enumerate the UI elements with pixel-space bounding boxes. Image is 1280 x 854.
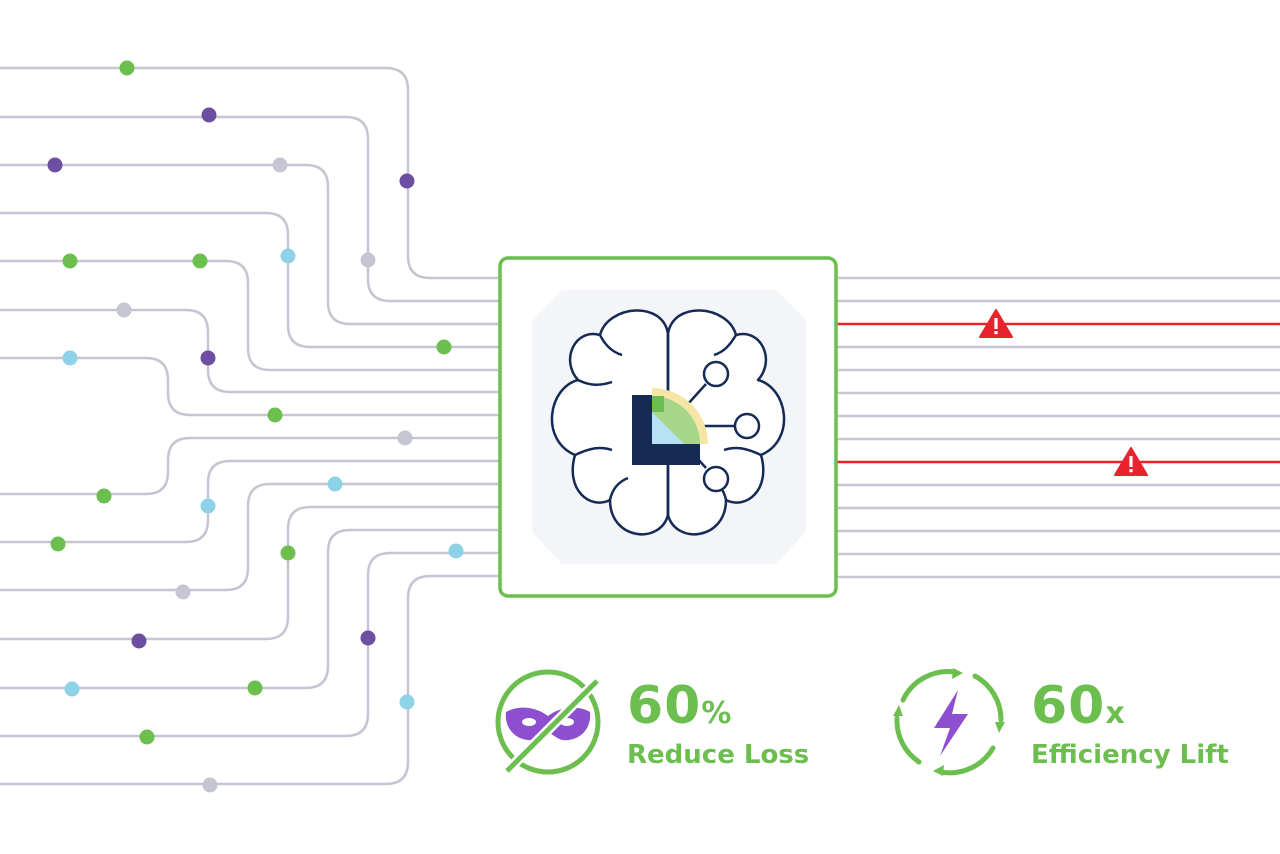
node-dot [397, 430, 413, 446]
lightning-cycle-icon [893, 668, 1005, 776]
stat-value: 60 [1031, 676, 1106, 736]
node-dot [448, 543, 464, 559]
node-dot [280, 545, 296, 561]
warning-markers [979, 309, 1148, 476]
node-dot [119, 60, 135, 76]
input-line [0, 482, 500, 592]
node-dot [200, 350, 216, 366]
node-dot [280, 248, 296, 264]
node-dot [62, 253, 78, 269]
stat-unit: % [701, 696, 732, 731]
stat-reduce-loss: 60% Reduce Loss [627, 680, 809, 770]
stat-unit: x [1105, 696, 1125, 731]
stat-label: Efficiency Lift [1031, 740, 1229, 770]
node-dot [200, 498, 216, 514]
node-dot [175, 584, 191, 600]
node-dot [96, 488, 112, 504]
node-dot [47, 157, 63, 173]
logo-mark [632, 388, 708, 465]
stat-label: Reduce Loss [627, 740, 810, 770]
node-dot [201, 107, 217, 123]
brain-logo-icon [550, 309, 786, 536]
node-dot [267, 407, 283, 423]
input-line [0, 308, 500, 394]
node-dot [360, 630, 376, 646]
node-dot [272, 157, 288, 173]
input-line [0, 259, 500, 372]
node-dot [139, 729, 155, 745]
node-dot [62, 350, 78, 366]
node-dot [399, 694, 415, 710]
node-dot [64, 681, 80, 697]
warning-triangle-icon [979, 309, 1013, 338]
input-line [0, 66, 500, 280]
node-dot [436, 339, 452, 355]
node-dot [131, 633, 147, 649]
stat-efficiency-lift: 60x Efficiency Lift [1031, 680, 1229, 770]
input-line [0, 551, 500, 738]
node-dot [399, 173, 415, 189]
input-line [0, 528, 500, 690]
input-line [0, 115, 500, 303]
mask-slash-icon [495, 669, 601, 775]
input-line [0, 505, 500, 641]
node-dot [116, 302, 132, 318]
input-line [0, 211, 500, 349]
input-line [0, 574, 500, 786]
warning-triangle-icon [1114, 447, 1148, 476]
node-dot [192, 253, 208, 269]
output-lines [836, 276, 1280, 579]
input-dots [47, 60, 464, 793]
input-lines [0, 66, 500, 786]
stat-value: 60 [627, 676, 702, 736]
node-dot [50, 536, 66, 552]
input-line [0, 163, 500, 326]
input-line [0, 436, 500, 496]
input-line [0, 356, 500, 417]
node-dot [327, 476, 343, 492]
node-dot [360, 252, 376, 268]
node-dot [202, 777, 218, 793]
node-dot [247, 680, 263, 696]
